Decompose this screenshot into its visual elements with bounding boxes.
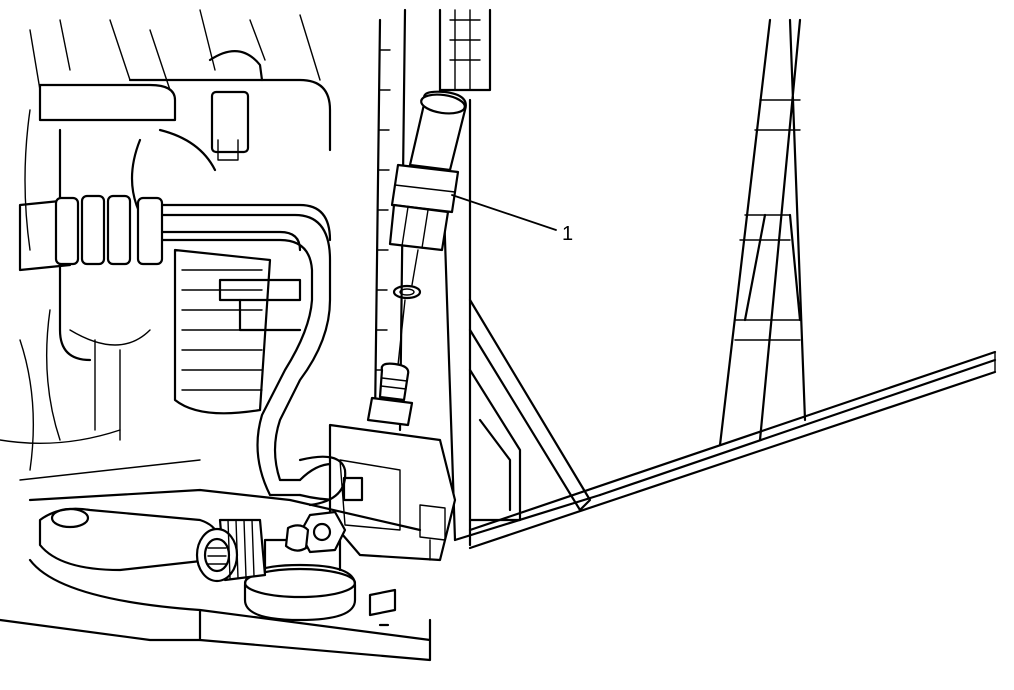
callout-leader-line <box>451 194 557 231</box>
pressure-sensor <box>388 90 467 252</box>
ac-refrigerant-line <box>160 213 342 502</box>
condenser-frame <box>373 8 997 550</box>
callout-1: 1 <box>451 194 573 245</box>
alignment-guide-line <box>397 249 419 366</box>
accumulator-base <box>0 488 432 662</box>
engine-background <box>0 9 332 481</box>
compressor-body <box>173 248 302 415</box>
callout-number: 1 <box>562 223 573 245</box>
o-ring-seal <box>392 284 422 300</box>
sensor-port-fitting <box>298 362 457 562</box>
